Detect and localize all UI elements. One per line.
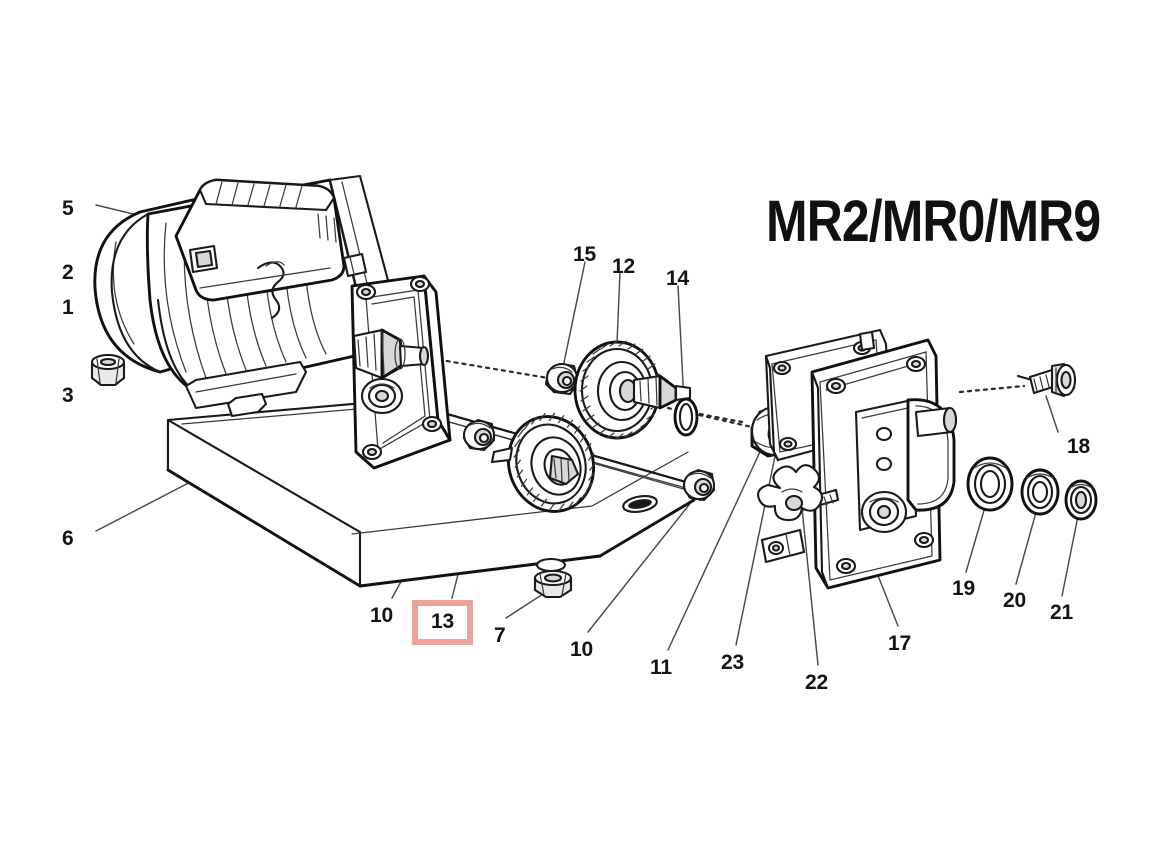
part-electric-motor <box>93 174 406 418</box>
callout-18[interactable]: 18 <box>1067 435 1090 458</box>
callout-14[interactable]: 14 <box>666 267 689 290</box>
part-14-o-ring <box>673 397 699 437</box>
part-20-washer-medium <box>1020 468 1060 516</box>
callout-13-highlighted[interactable]: 13 <box>412 600 473 645</box>
callout-12[interactable]: 12 <box>612 255 635 278</box>
part-7-hex-nut-base <box>533 569 573 599</box>
callout-10-right[interactable]: 10 <box>570 638 593 661</box>
callout-17[interactable]: 17 <box>888 632 911 655</box>
callout-20[interactable]: 20 <box>1003 589 1026 612</box>
part-13-bushing <box>462 418 496 452</box>
part-lower-helical-gear <box>490 412 596 513</box>
alignment-axes <box>421 355 1026 429</box>
callout-15[interactable]: 15 <box>573 243 596 266</box>
part-gearbox-flange <box>350 274 452 470</box>
callout-2[interactable]: 2 <box>62 261 74 284</box>
callout-10-left[interactable]: 10 <box>370 604 393 627</box>
part-22-star-knob-screw <box>757 464 840 522</box>
callout-5[interactable]: 5 <box>62 197 74 220</box>
part-21-washer-small <box>1064 479 1098 521</box>
part-18-hex-bolt <box>1016 362 1077 398</box>
callout-22[interactable]: 22 <box>805 671 828 694</box>
part-12-drive-gear-shaft <box>573 340 692 440</box>
callout-21[interactable]: 21 <box>1050 601 1073 624</box>
callout-6[interactable]: 6 <box>62 527 74 550</box>
part-19-washer-large <box>966 456 1014 512</box>
callout-11[interactable]: 11 <box>650 656 672 679</box>
part-10-bushing-center <box>682 468 716 502</box>
callout-7[interactable]: 7 <box>494 624 506 647</box>
diagram-title: MR2/MR0/MR9 <box>766 189 1101 254</box>
part-base-mounting-plate <box>166 398 703 588</box>
part-3-hex-nut <box>90 353 126 387</box>
part-15-bushing-collar <box>544 362 580 396</box>
callout-19[interactable]: 19 <box>952 577 975 600</box>
callout-23[interactable]: 23 <box>721 651 744 674</box>
callout-1[interactable]: 1 <box>62 296 74 319</box>
callout-3[interactable]: 3 <box>62 384 74 407</box>
part-17-gearbox-cover-plates <box>760 328 958 590</box>
